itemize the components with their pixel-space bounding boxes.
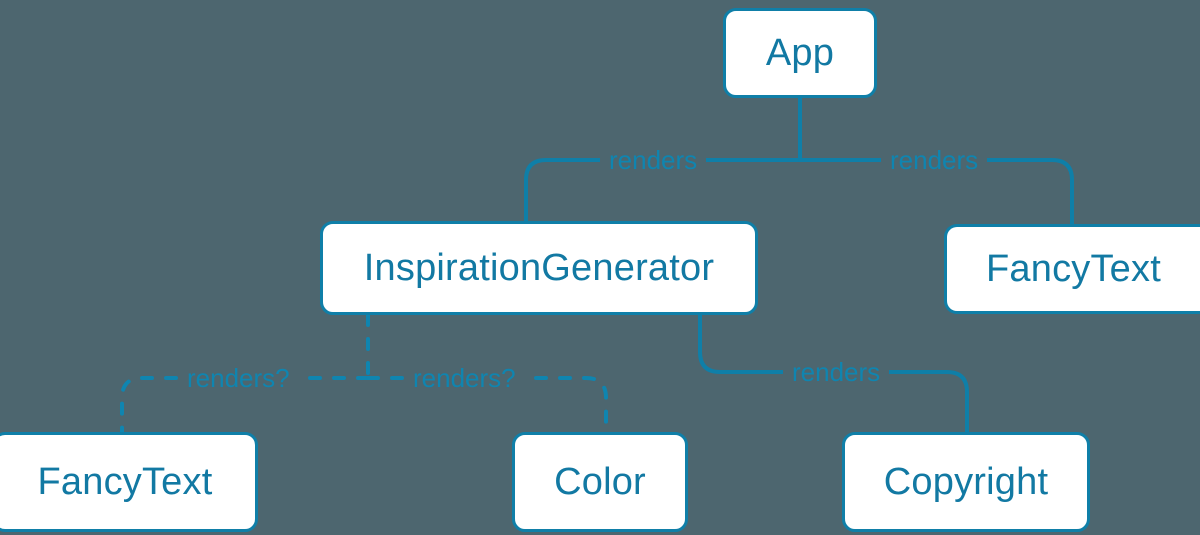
node-copyright[interactable]: Copyright [842,432,1090,532]
edge-app-to-fancytext [798,158,1074,226]
edge-app-to-inspirationgenerator [524,158,802,223]
edge-label-inspirationgenerator-to-copyright: renders [783,359,890,385]
edge-label-inspirationgenerator-to-fancytext: renders? [178,365,299,391]
node-color[interactable]: Color [512,432,688,532]
edge-inspirationgenerator-to-color [366,376,608,434]
edge-label-app-to-fancytext: renders [881,147,988,173]
edge-label-app-to-inspirationgenerator: renders [600,147,707,173]
node-fancytext-left-label: FancyText [37,461,213,503]
node-fancytext-right-label: FancyText [986,248,1161,290]
node-copyright-label: Copyright [883,461,1049,503]
node-inspiration-generator[interactable]: InspirationGenerator [320,221,758,315]
node-fancytext-left[interactable]: FancyText [0,432,258,532]
node-inspiration-generator-label: InspirationGenerator [363,247,715,289]
edge-inspirationgenerator-to-fancytext [120,376,370,434]
edge-label-inspirationgenerator-to-color: renders? [404,365,525,391]
node-app[interactable]: App [723,8,877,98]
node-app-label: App [765,32,835,74]
node-fancytext-right[interactable]: FancyText [944,224,1200,314]
node-color-label: Color [554,461,646,503]
